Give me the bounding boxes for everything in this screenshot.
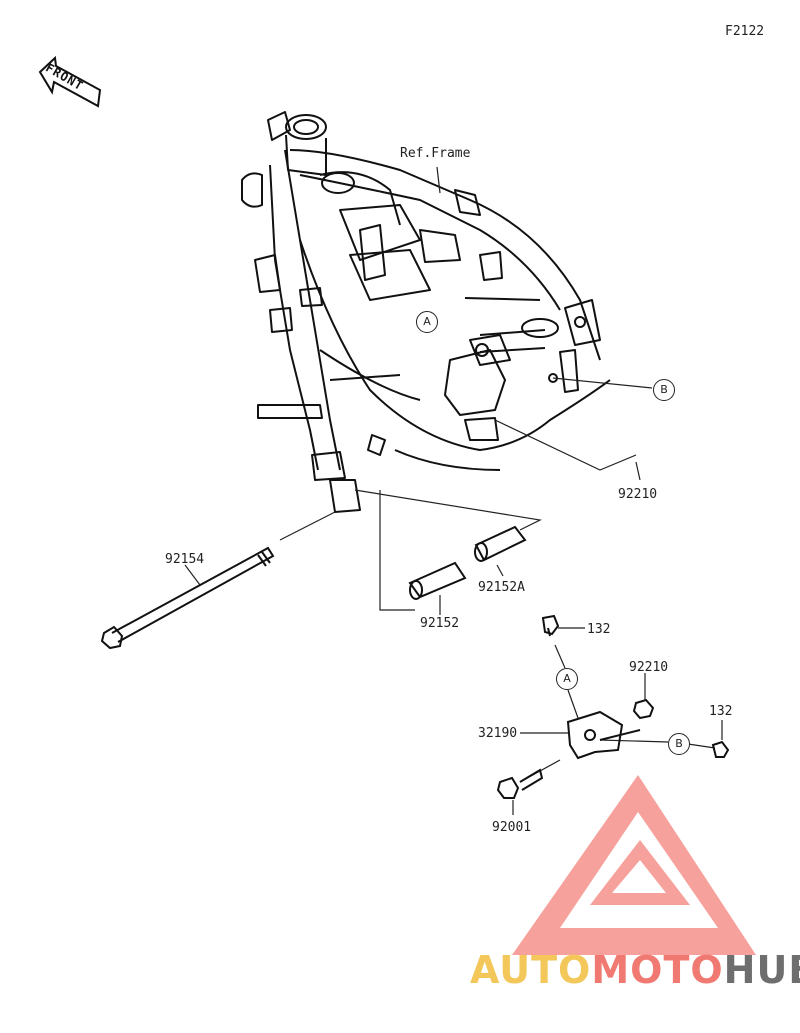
part-92001-label: 92001 [492, 820, 532, 835]
front-arrow-icon [38, 55, 102, 108]
watermark-auto: AUTO [470, 948, 592, 992]
callout-b-lower: B [668, 733, 690, 755]
collar-92152-drawing [408, 561, 467, 600]
callout-a-lower: A [556, 668, 578, 690]
part-132-lower-label: 132 [709, 704, 733, 719]
leader-lines [184, 166, 723, 815]
part-92210-lower-label: 92210 [629, 660, 669, 675]
figure-code: F2122 [725, 24, 765, 39]
collar-92152a-drawing [474, 525, 527, 562]
watermark-logo [512, 775, 756, 955]
bolt-92154-drawing [100, 546, 275, 650]
part-92154-label: 92154 [165, 552, 205, 567]
watermark-text: AUTOMOTOHUB [470, 948, 800, 992]
callout-b-upper: B [653, 379, 675, 401]
part-92152-label: 92152 [420, 616, 460, 631]
part-92152a-label: 92152A [478, 580, 525, 595]
watermark-hub: HUB [723, 948, 800, 992]
part-132-upper-label: 132 [587, 622, 611, 637]
watermark-moto: MOTO [591, 948, 724, 992]
part-92210-upper-label: 92210 [618, 487, 658, 502]
ref-frame-label: Ref.Frame [400, 146, 471, 161]
part-32190-label: 32190 [478, 726, 518, 741]
bracket-32190-drawing [496, 614, 730, 799]
callout-a-upper: A [416, 311, 438, 333]
